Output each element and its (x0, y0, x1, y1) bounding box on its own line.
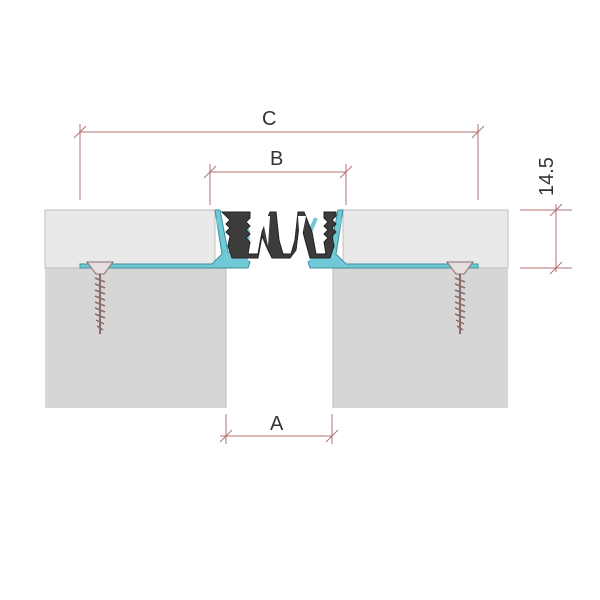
dimension-a (219, 414, 339, 444)
dimension-height (520, 203, 572, 275)
left-profile-base (79, 209, 251, 269)
dimension-a-label: A (270, 413, 284, 435)
right-screw-icon (446, 261, 474, 334)
dimension-c-label: C (262, 108, 276, 130)
dimension-b (203, 164, 353, 205)
right-profile-channel (307, 217, 342, 263)
dimension-height-label: 14.5 (536, 157, 558, 196)
left-floor-covering (44, 209, 216, 269)
rubber-insert (220, 211, 337, 259)
left-screw-icon (86, 261, 114, 334)
left-substrate (45, 268, 226, 408)
dimension-b-label: B (270, 148, 283, 170)
insert-center-wedge (262, 216, 306, 246)
right-substrate (333, 268, 508, 408)
right-floor-covering (342, 209, 509, 269)
dimension-c (73, 124, 485, 200)
